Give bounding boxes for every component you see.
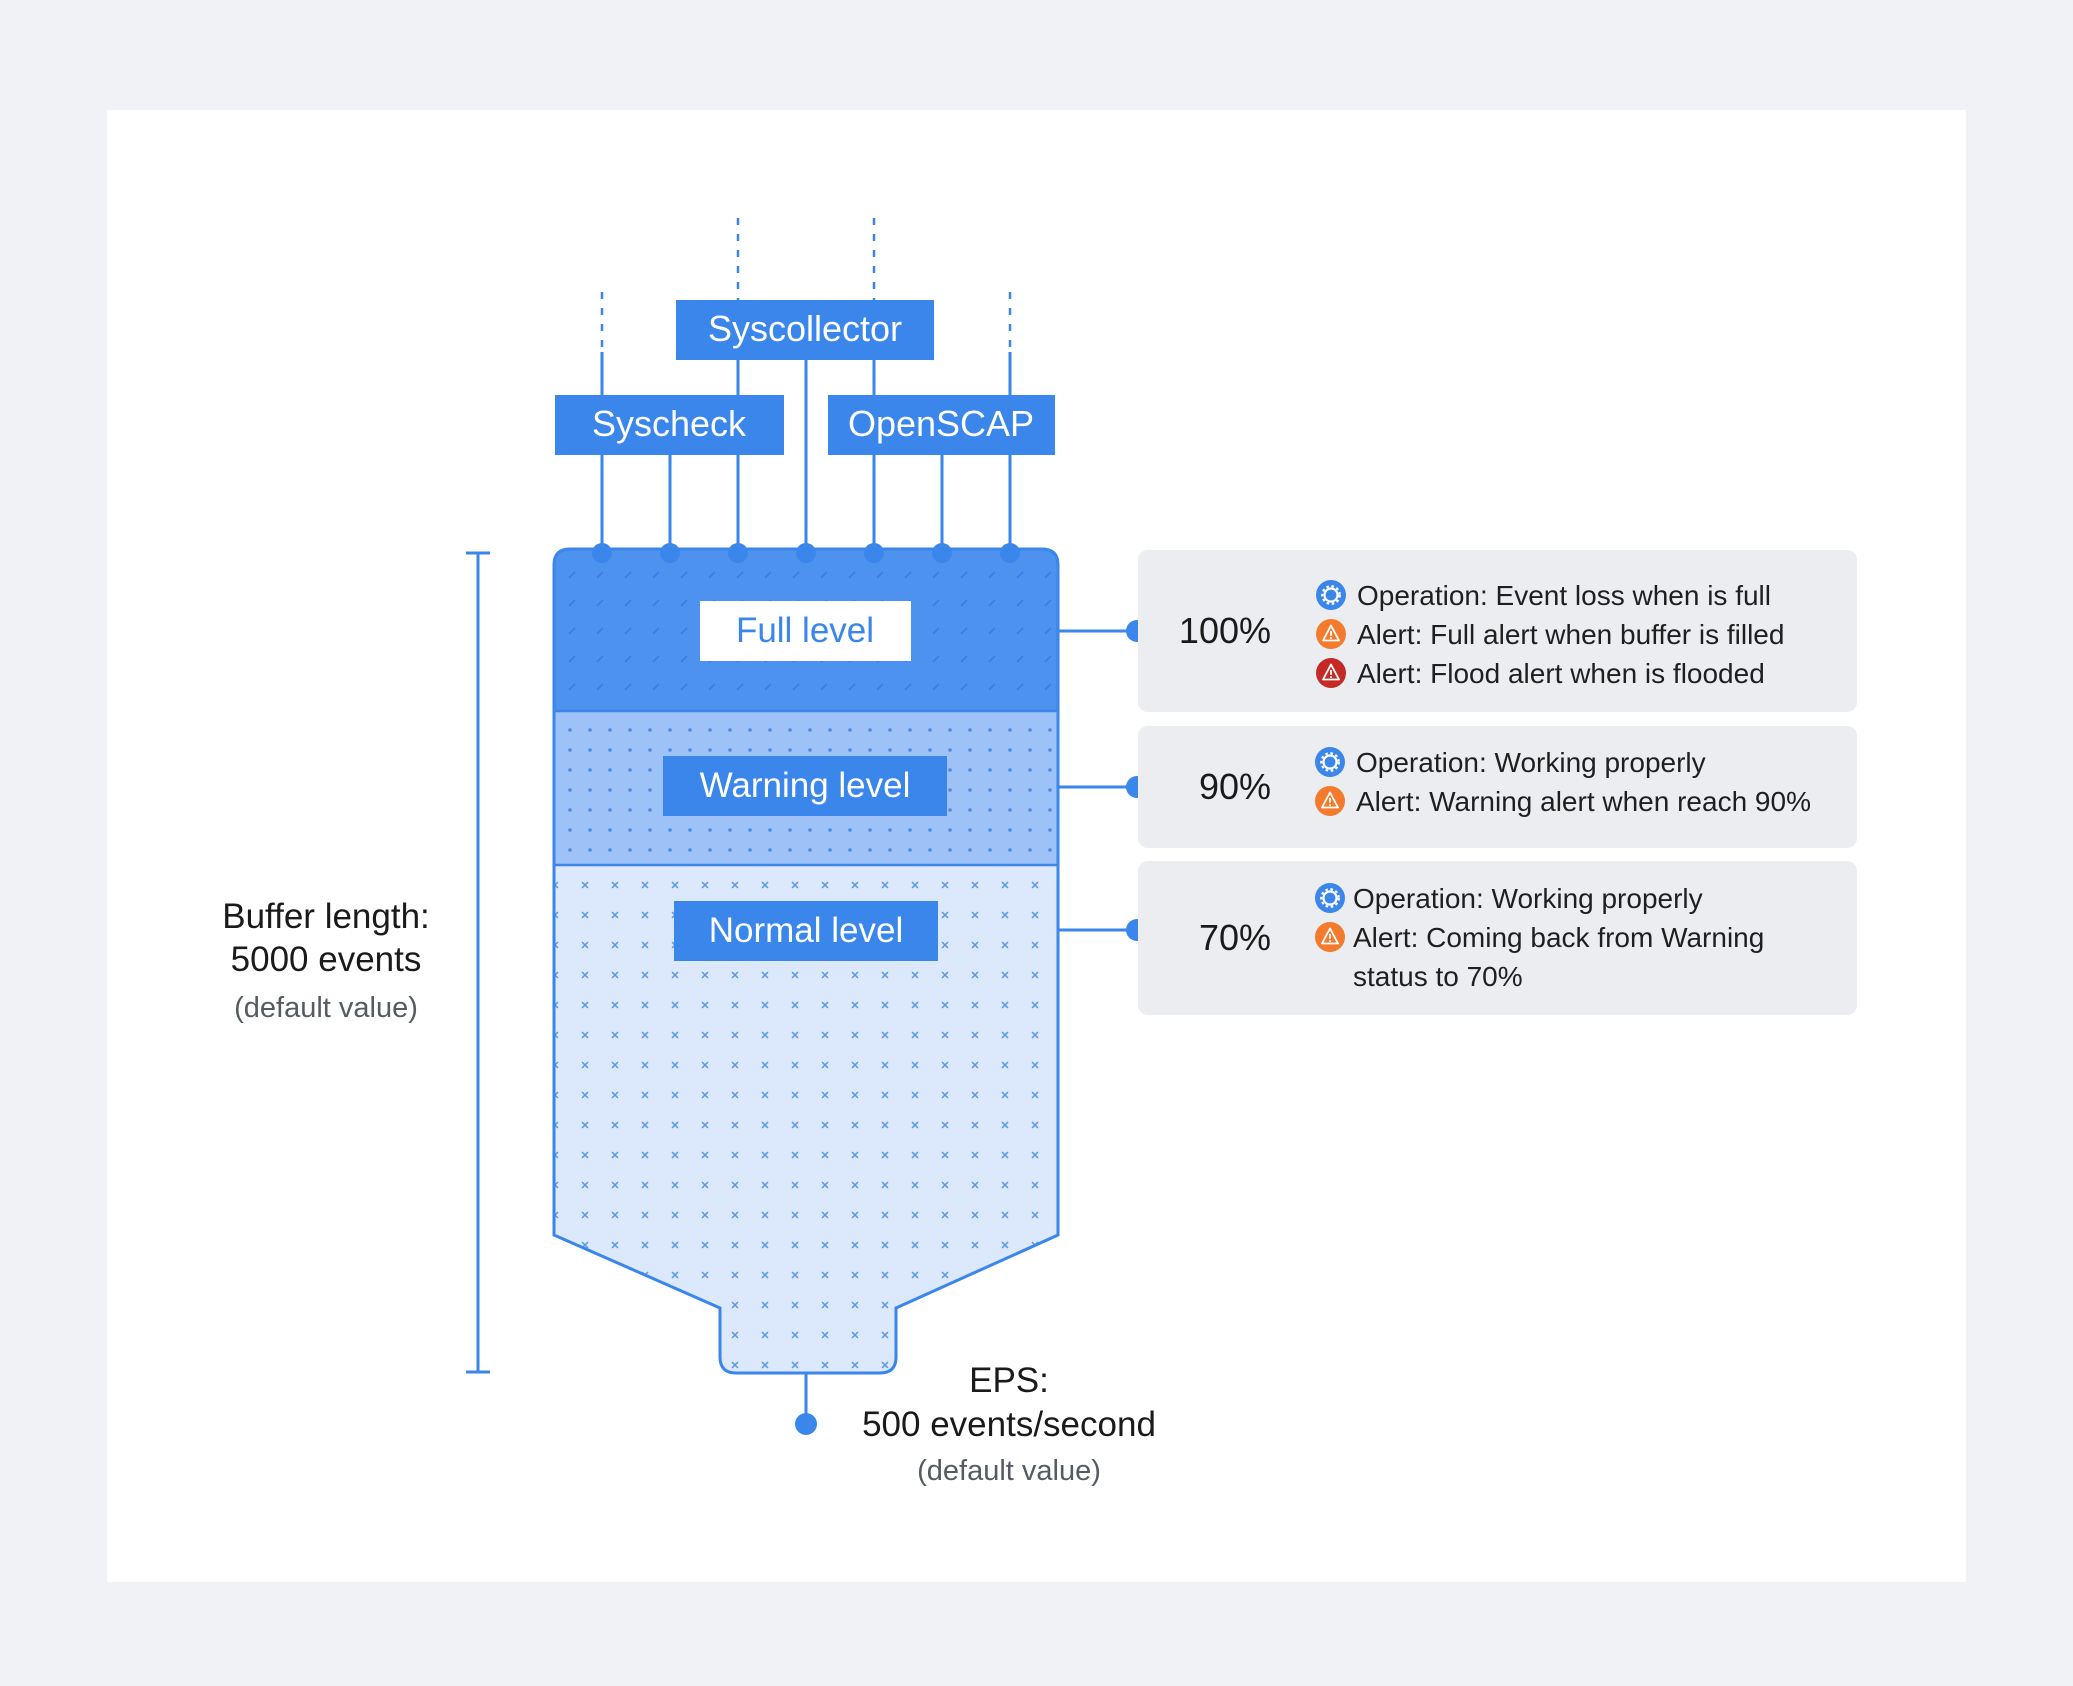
normal-level-card: 70% Operation: Working properly Alert: C… [1138,861,1857,1015]
buffer-length-title: Buffer length: [222,897,430,936]
normal-card-row-2-continued: status to 70% [1353,961,1523,992]
normal-level-badge: Normal level [674,901,938,961]
normal-level-percent: 70% [1199,917,1271,958]
full-level-label: Full level [736,611,874,650]
warning-level-percent: 90% [1199,766,1271,807]
warning-level-label: Warning level [700,766,911,805]
normal-level-label: Normal level [709,911,904,950]
gear-icon [1315,747,1345,777]
full-level-badge: Full level [700,601,911,661]
eps-title: EPS: [969,1361,1049,1400]
gear-icon [1316,580,1346,610]
outlet-dot [795,1413,817,1435]
warning-card-row-2: Alert: Warning alert when reach 90% [1356,786,1811,817]
full-card-row-3: Alert: Flood alert when is flooded [1357,658,1765,689]
buffer-length-note: (default value) [234,992,418,1024]
gear-icon [1315,883,1345,913]
warning-icon [1316,619,1346,649]
normal-card-row-1: Operation: Working properly [1353,883,1703,914]
eps-note: (default value) [917,1455,1101,1487]
full-card-row-2: Alert: Full alert when buffer is filled [1357,619,1784,650]
buffer-length-value: 5000 events [231,940,422,979]
openscap-box: OpenSCAP [828,395,1055,455]
eps-value: 500 events/second [862,1405,1156,1444]
openscap-label: OpenSCAP [848,403,1034,444]
normal-card-row-2: Alert: Coming back from Warning [1353,922,1764,953]
warning-level-card: 90% Operation: Working properly Alert: W… [1138,726,1857,848]
tank-outline [552,547,1060,1375]
inlet-dots [592,543,1020,563]
syscollector-label: Syscollector [708,308,902,349]
buffer-length-bracket [466,551,490,1374]
flood-warning-icon [1316,658,1346,688]
warning-icon [1315,922,1345,952]
source-dashed-lines [600,218,1012,352]
warning-card-row-1: Operation: Working properly [1356,747,1706,778]
syscheck-box: Syscheck [555,395,784,455]
full-card-row-1: Operation: Event loss when is full [1357,580,1771,611]
syscheck-label: Syscheck [592,403,747,444]
syscollector-box: Syscollector [676,300,934,360]
full-level-percent: 100% [1179,610,1271,651]
warning-icon [1315,786,1345,816]
full-level-card: 100% Operation: Event loss when is full … [1138,550,1857,712]
warning-level-badge: Warning level [663,756,947,816]
